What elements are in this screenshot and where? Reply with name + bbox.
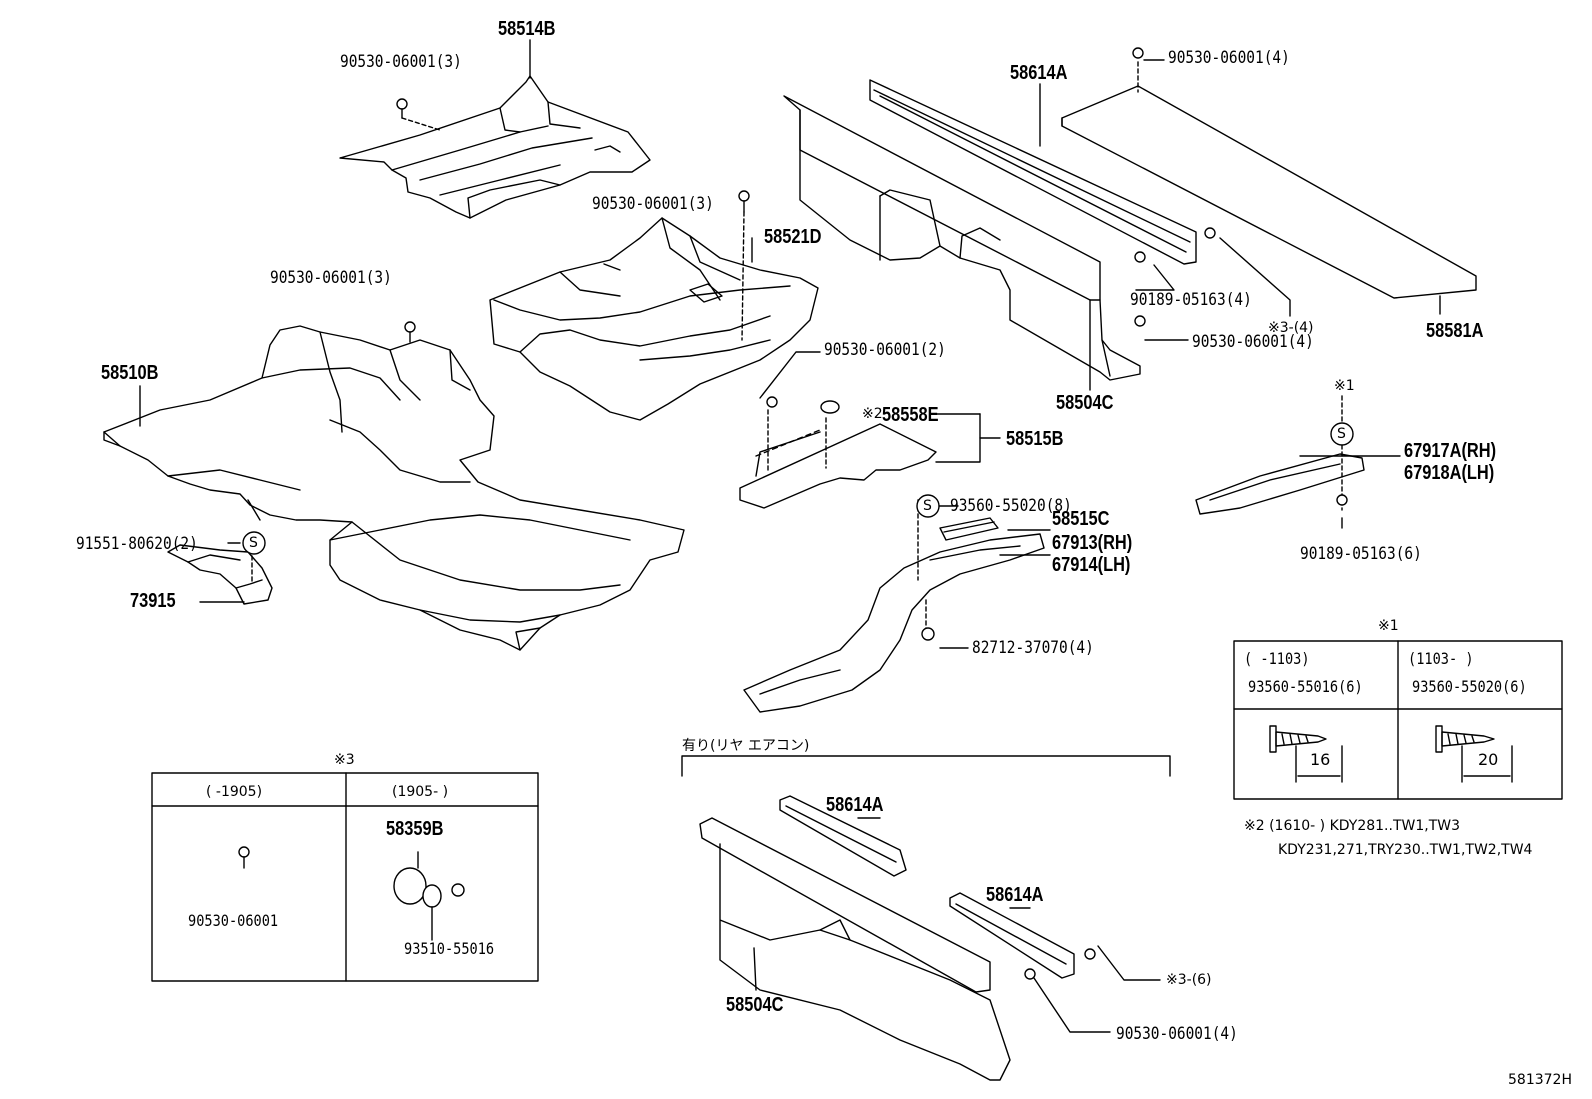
label-67913: 67913(RH) <box>1052 532 1133 554</box>
label-fastener-14: ※3-(6) <box>1166 972 1212 988</box>
label-fastener-12: 82712-37070(4) <box>972 638 1094 658</box>
label-fastener-11: 91551-80620(2) <box>76 534 198 554</box>
label-58510B: 58510B <box>101 362 159 384</box>
label-58521D: 58521D <box>764 226 822 248</box>
note1-right-range: (1103- ) <box>1408 649 1474 668</box>
note1-table-frame <box>1233 640 1563 800</box>
label-note-mark-1: ※1 <box>1334 378 1355 394</box>
note1-left-range: ( -1103) <box>1244 649 1310 668</box>
part-58515B-drawing <box>739 409 937 509</box>
note3-right-range: (1905- ) <box>392 784 449 800</box>
label-fastener-13: 90189-05163(6) <box>1300 544 1422 564</box>
s-mark-3: S <box>1337 426 1346 442</box>
note3-left-range: ( -1905) <box>206 784 263 800</box>
label-58614A-mid: 58614A <box>826 794 884 816</box>
note1-left-part: 93560-55016(6) <box>1248 677 1363 696</box>
label-67918A: 67918A(LH) <box>1404 462 1495 484</box>
note1-right-length: 20 <box>1478 750 1499 769</box>
s-mark-2: S <box>923 498 932 514</box>
label-fastener-4: 90530-06001(4) <box>1168 48 1290 68</box>
note2-line1: ※2 (1610- ) KDY281..TW1,TW3 <box>1244 818 1461 834</box>
label-58614A-low: 58614A <box>986 884 1044 906</box>
label-58514B: 58514B <box>498 18 556 40</box>
label-67917A: 67917A(RH) <box>1404 440 1497 462</box>
part-67917A-drawing <box>1195 395 1365 515</box>
s-mark-icons <box>242 422 1354 555</box>
clip-icons <box>396 47 1348 980</box>
part-58521D-drawing <box>489 217 819 421</box>
note3-title: ※3 <box>334 752 355 768</box>
note1-right-part: 93560-55020(6) <box>1412 677 1527 696</box>
label-fastener-5: 90189-05163(4) <box>1130 290 1252 310</box>
note2-line2: KDY231,271,TRY230..TW1,TW2,TW4 <box>1278 842 1533 858</box>
label-67914: 67914(LH) <box>1052 554 1131 576</box>
rear-aircon-bracket <box>681 755 1171 777</box>
part-58515C-drawing <box>939 517 999 541</box>
rear-aircon-caption: 有り(リヤ エアコン) <box>682 738 810 754</box>
label-fastener-3: 90530-06001(3) <box>270 268 392 288</box>
note3-left-part: 90530-06001 <box>188 911 279 930</box>
note1-title: ※1 <box>1378 618 1399 634</box>
label-58558E: 58558E <box>882 404 939 426</box>
part-58510B-drawing <box>103 325 685 651</box>
note1-left-length: 16 <box>1310 750 1331 769</box>
note3-table-frame <box>151 772 539 982</box>
label-fastener-15: 90530-06001(4) <box>1116 1024 1238 1044</box>
label-fastener-6: ※3-(4) <box>1268 320 1314 336</box>
label-fastener-10: 93560-55020(8) <box>950 496 1072 516</box>
part-58514B-drawing <box>339 75 651 219</box>
part-67913-drawing <box>743 499 1045 713</box>
label-fastener-1: 90530-06001(3) <box>340 52 462 72</box>
label-fastener-8: 90530-06001(2) <box>824 340 946 360</box>
label-fastener-2: 90530-06001(3) <box>592 194 714 214</box>
label-73915: 73915 <box>130 590 176 612</box>
label-58504C-low: 58504C <box>726 994 784 1016</box>
diagram-id: 581372H <box>1508 1072 1572 1088</box>
s-mark-1: S <box>249 535 258 551</box>
leader-lines <box>139 39 1441 1033</box>
label-fastener-9: ※2 <box>862 406 883 422</box>
label-58515C: 58515C <box>1052 508 1110 530</box>
label-58614A-top: 58614A <box>1010 62 1068 84</box>
label-fastener-7: 90530-06001(4) <box>1192 332 1314 352</box>
label-58581A: 58581A <box>1426 320 1484 342</box>
note3-right-part-b: 93510-55016 <box>404 939 495 958</box>
part-58504C-lower-drawing <box>699 795 1075 1081</box>
label-58515B: 58515B <box>1006 428 1064 450</box>
label-58504C-top: 58504C <box>1056 392 1114 414</box>
note3-right-part-a: 58359B <box>386 818 444 840</box>
part-58581A-drawing <box>1061 61 1477 299</box>
part-58614A-58504C-top-drawing <box>783 79 1197 381</box>
